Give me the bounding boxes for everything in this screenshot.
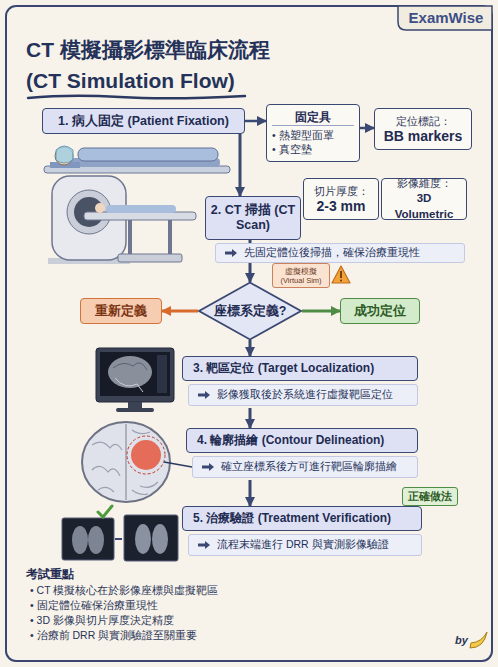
node-text: • 熱塑型面罩 (272, 128, 354, 142)
node-text: 虛擬模擬 (Virtual Sim) (275, 267, 327, 285)
step-note: 先固定體位後掃描，確保治療重現性 (244, 246, 420, 260)
step-header: 3. 靶區定位 (Target Localization) (182, 356, 418, 381)
warning-triangle (332, 266, 350, 283)
arrow-icon (224, 248, 238, 258)
flow-arrow (239, 134, 242, 196)
notes-heading: 考試重點 (26, 566, 74, 583)
page-frame (6, 6, 492, 661)
brain-illustration (82, 422, 192, 502)
outcome-box: 重新定義 (80, 298, 162, 324)
node-text: 2-3 mm (309, 198, 373, 215)
node-text: 2. CT 掃描 (CT Scan) (210, 203, 296, 233)
arrow-icon-shape (198, 541, 210, 549)
process-box: 2. CT 掃描 (CT Scan) (205, 196, 301, 240)
flow-arrow (249, 480, 252, 506)
process-step: 4. 輪廓描繪 (Contour Delineation) 確立座標系後方可進行靶… (186, 428, 418, 480)
arrow-icon-shape (198, 391, 210, 399)
note-bullet: • 3D 影像與切片厚度決定精度 (30, 614, 174, 628)
brand-tab (398, 6, 492, 30)
note-bullet: • CT 模擬核心在於影像座標與虛擬靶區 (30, 584, 218, 598)
marker-box: 定位標記：BB markers (374, 108, 472, 150)
node-text: 1. 病人固定 (Patient Fixation) (58, 114, 229, 129)
flow-arrow (249, 340, 252, 356)
step-description: 影像獲取後於系統進行虛擬靶區定位 (217, 388, 393, 402)
flow-arrow (249, 408, 252, 428)
step-body: 確立座標系後方可進行靶區輪廓描繪 (192, 456, 418, 478)
step-body: 影像獲取後於系統進行虛擬靶區定位 (188, 384, 418, 406)
node-text: 影像維度： (387, 176, 461, 190)
arrow-icon (201, 462, 215, 472)
node-text: 切片厚度： (309, 184, 373, 198)
banana-icon (470, 632, 487, 648)
step-title: 4. 輪廓描繪 (Contour Delineation) (197, 432, 384, 449)
note-bullet: • 治療前 DRR 與實測驗證至關重要 (30, 629, 197, 643)
patient-illustration (44, 146, 230, 173)
diagram-title: CT 模擬攝影標準臨床流程 (CT Simulation Flow) (26, 34, 296, 96)
parameter-box: 影像維度：3D Volumetric (381, 178, 467, 220)
flow-arrow (360, 127, 374, 130)
node-text: 重新定義 (95, 303, 147, 320)
note-bullet: • 固定體位確保治療重現性 (30, 599, 158, 613)
node-text: 固定具 (272, 110, 354, 126)
parameter-box: 切片厚度：2-3 mm (303, 178, 379, 220)
node-text: • 真空墊 (272, 142, 354, 156)
note-row: 先固定體位後掃描，確保治療重現性 (215, 243, 465, 263)
title-underline (28, 96, 245, 99)
node-text: 定位標記： (380, 114, 466, 128)
step-header: 4. 輪廓描繪 (Contour Delineation) (186, 428, 418, 453)
process-box: 1. 病人固定 (Patient Fixation) (42, 108, 245, 134)
brand-name: ExamWise (402, 9, 490, 26)
node-text: 座標系定義? (214, 303, 287, 320)
step-body: 流程末端進行 DRR 與實測影像驗證 (188, 534, 422, 556)
outcome-box: 成功定位 (340, 298, 420, 324)
node-text: 3D Volumetric (387, 190, 461, 222)
monitor-illustration (96, 348, 174, 412)
step-description: 確立座標系後方可進行靶區輪廓描繪 (221, 460, 397, 474)
flow-arrow (302, 310, 340, 313)
signature: by (455, 634, 468, 646)
fixture-box: 固定具 • 熱塑型面罩• 真空墊 (266, 104, 360, 162)
flow-arrow (162, 310, 198, 313)
decision-diamond: 座標系定義? (198, 282, 302, 340)
flow-arrow (245, 120, 266, 123)
step-header: 5. 治療驗證 (Treatment Verification) (182, 506, 422, 531)
arrow-icon (197, 390, 211, 400)
process-step: 5. 治療驗證 (Treatment Verification) 流程末端進行 D… (182, 506, 422, 558)
node-text: 正確做法 (408, 490, 452, 504)
decision-diamond-outline (199, 283, 301, 340)
arrow-icon (197, 540, 211, 550)
step-title: 5. 治療驗證 (Treatment Verification) (193, 510, 391, 527)
node-text: 成功定位 (354, 303, 406, 320)
arrow-icon-shape (202, 463, 214, 471)
warning-tag: 虛擬模擬 (Virtual Sim) (272, 263, 330, 288)
step-description: 流程末端進行 DRR 與實測影像驗證 (217, 538, 389, 552)
step-title: 3. 靶區定位 (Target Localization) (193, 360, 374, 377)
process-step: 3. 靶區定位 (Target Localization) 影像獲取後於系統進行虛… (182, 356, 418, 408)
node-text: BB markers (380, 128, 466, 145)
correct-tag: 正確做法 (402, 487, 458, 506)
xray-illustration (62, 506, 178, 561)
arrow-icon-shape (225, 249, 237, 257)
ct-scanner-illustration (48, 176, 196, 264)
